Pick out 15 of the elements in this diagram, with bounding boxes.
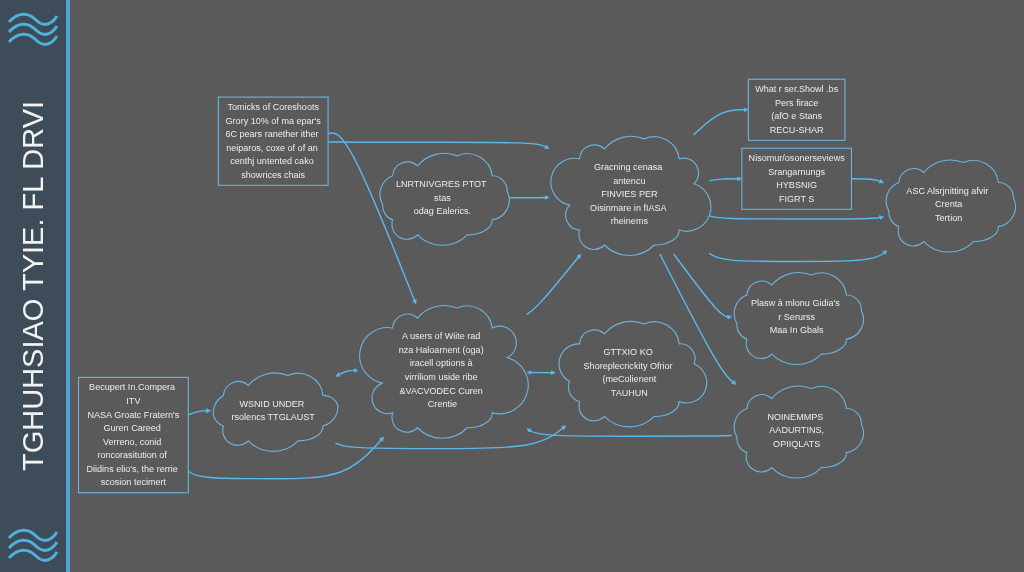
node-box: Becupert In.Compera ITV NASA Groatc Fratern's Guren Careed Verreno, conid roncorasitution of Diidins elio's, the rerrie scosion tecimert: [77, 376, 189, 494]
arrow: [708, 215, 885, 221]
vertical-title: TGHUHSIAO TYIE. FL DRVI: [16, 99, 50, 474]
arrow: [692, 107, 749, 136]
arrow: [659, 253, 737, 385]
node-box: Tomicks of Coreshoots Grory 10% of ma epar's 6C pears ranether ither neiparos, coxe of of an centhj untented cako showrices chais: [217, 96, 329, 186]
node-box: What r ser.Showl .bs Pers firace (afO e Stans RECU-SHAR: [747, 78, 846, 141]
arrow: [708, 250, 888, 263]
arrow: [335, 367, 359, 377]
arrow: [334, 425, 567, 450]
arrow: [526, 370, 556, 376]
node-box: Nisomur/osonerseviews Srangarnungs HYBSNIG FIGRT S: [741, 147, 853, 210]
arrow: [526, 253, 582, 316]
arrow: [673, 253, 733, 320]
arrow: [526, 428, 733, 437]
